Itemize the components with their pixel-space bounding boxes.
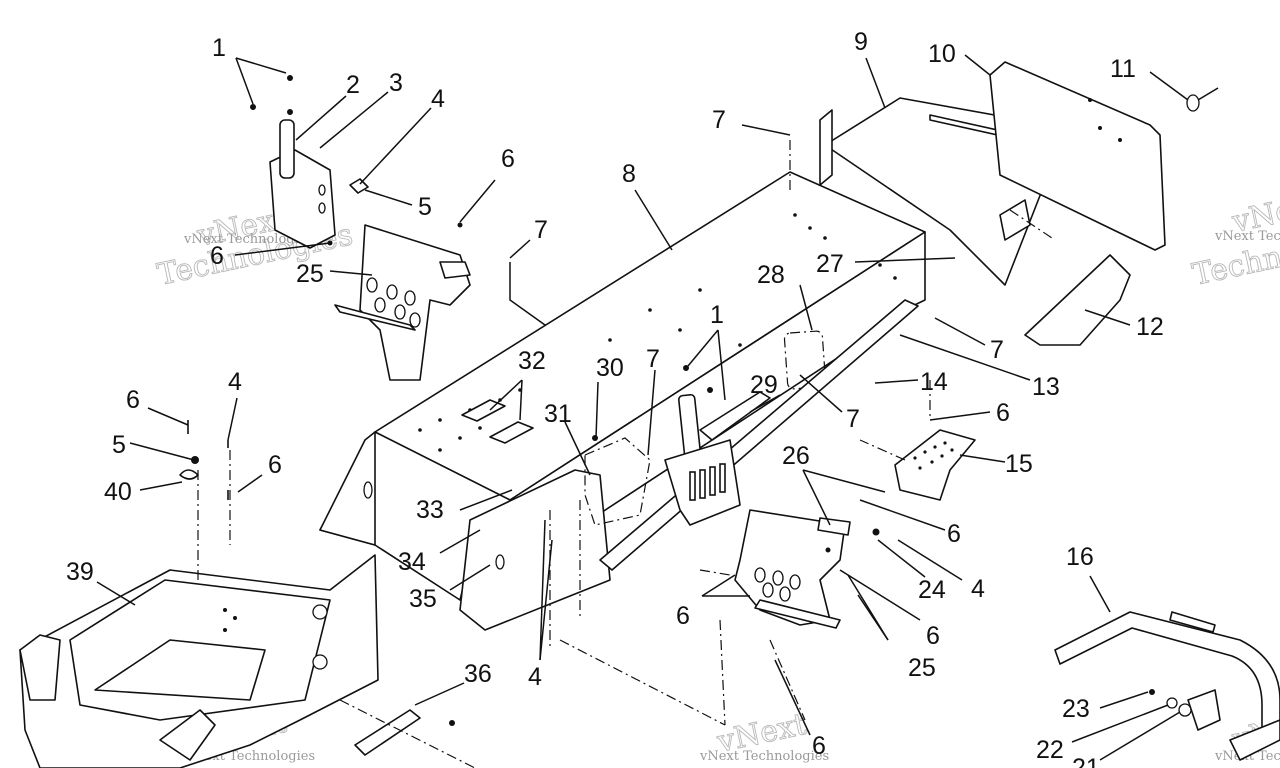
callout-14: 14: [920, 368, 948, 396]
callout-6: 6: [268, 451, 282, 479]
callout-23: 23: [1062, 695, 1090, 723]
callout-22: 22: [1036, 736, 1064, 764]
callout-5: 5: [418, 193, 432, 221]
callout-21: 21: [1072, 754, 1100, 768]
side-frame-left: [19, 554, 379, 768]
callout-6: 6: [996, 399, 1010, 427]
bracket-assembly-lower: [734, 509, 880, 629]
bracket-36: [354, 709, 455, 756]
watermark-small: vNext Technologies: [699, 749, 829, 764]
callout-4: 4: [431, 85, 445, 113]
callout-34: 34: [398, 548, 426, 576]
callout-28: 28: [757, 261, 785, 289]
callout-33: 33: [416, 496, 444, 524]
callout-6: 6: [812, 732, 826, 760]
callout-6: 6: [210, 242, 224, 270]
callout-7: 7: [990, 336, 1004, 364]
callout-6: 6: [926, 622, 940, 650]
callout-25: 25: [908, 654, 936, 682]
handle-assembly: [1054, 611, 1280, 761]
callout-6: 6: [676, 602, 690, 630]
callout-39: 39: [66, 558, 94, 586]
callout-35: 35: [409, 585, 437, 613]
watermark-small: vNext Technologies: [1214, 229, 1280, 244]
callout-30: 30: [596, 354, 624, 382]
callout-5: 5: [112, 431, 126, 459]
callout-7: 7: [712, 106, 726, 134]
callout-6: 6: [501, 145, 515, 173]
callout-29: 29: [750, 371, 778, 399]
deck-plate-assembly: [819, 61, 1219, 346]
callout-2: 2: [346, 71, 360, 99]
callout-26: 26: [782, 442, 810, 470]
callout-7: 7: [646, 345, 660, 373]
callout-25: 25: [296, 260, 324, 288]
callout-10: 10: [928, 40, 956, 68]
callout-4: 4: [228, 368, 242, 396]
callout-4: 4: [528, 663, 542, 691]
bracket-assembly-top-left: [250, 75, 471, 381]
callout-1: 1: [212, 34, 226, 62]
callout-7: 7: [534, 216, 548, 244]
callout-4: 4: [971, 575, 985, 603]
callout-labels: 1 2 3 4 5 6 6 25 7 8 7 9 10 11 27 28 12 …: [66, 28, 1164, 768]
leader-lines: [96, 54, 1189, 761]
callout-3: 3: [389, 69, 403, 97]
callout-40: 40: [104, 478, 132, 506]
callout-6: 6: [947, 520, 961, 548]
callout-11: 11: [1110, 55, 1136, 83]
watermark-small: vNext Technologies: [183, 232, 313, 247]
pedal-plate-right: [894, 429, 976, 501]
callout-7: 7: [846, 405, 860, 433]
callout-32: 32: [518, 347, 546, 375]
fastener-group-left: [179, 420, 229, 500]
callout-27: 27: [816, 250, 844, 278]
callout-9: 9: [854, 28, 868, 56]
callout-36: 36: [464, 660, 492, 688]
callout-6: 6: [126, 386, 140, 414]
callout-13: 13: [1032, 373, 1060, 401]
callout-24: 24: [918, 576, 946, 604]
callout-1: 1: [710, 301, 724, 329]
assembly-centerlines: [197, 140, 1056, 768]
callout-31: 31: [544, 400, 572, 428]
callout-8: 8: [622, 160, 636, 188]
callout-15: 15: [1005, 450, 1033, 478]
callout-16: 16: [1066, 543, 1094, 571]
pedal-assembly: [592, 365, 741, 526]
callout-12: 12: [1136, 313, 1164, 341]
